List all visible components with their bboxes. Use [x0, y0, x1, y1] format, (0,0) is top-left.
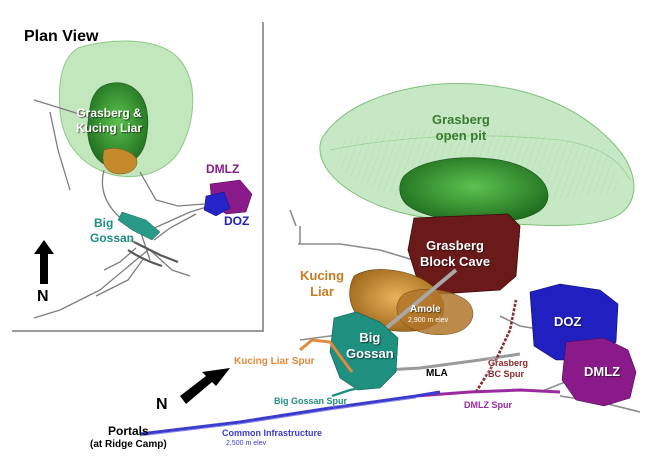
main-3d-view	[139, 83, 641, 437]
label-open-pit-line2: open pit	[435, 128, 487, 143]
label-grasberg-block-cave: Grasberg Block Cave	[420, 238, 490, 270]
inset-kucing-liar-ore	[102, 148, 138, 175]
dmlz-ore-body	[561, 337, 637, 407]
main-north-label: N	[156, 396, 168, 413]
label-grasberg-bc-spur: Grasberg BC Spur	[488, 358, 528, 380]
label-kucing-liar: Kucing Liar	[300, 268, 344, 300]
label-gossan-line2: Gossan	[346, 346, 394, 361]
label-big-gossan-spur: Big Gossan Spur	[274, 396, 348, 406]
inset-label-big-gossan: Big Gossan	[90, 216, 134, 246]
label-big-gossan: Big Gossan	[346, 330, 394, 362]
grasberg-block-cave	[407, 213, 521, 295]
label-portals-line1: Portals	[107, 424, 149, 438]
inset-plan-view	[33, 40, 253, 319]
inset-label-kucing-line2: Kucing Liar	[76, 121, 143, 135]
label-big-line1: Big	[359, 330, 381, 345]
inset-label-grasberg-kucing: Grasberg & Kucing Liar	[76, 106, 142, 136]
label-common-elev: 2,500 m elev	[226, 440, 267, 447]
label-bc-spur-line2: BC Spur	[488, 369, 524, 379]
label-block-cave-line2: Block Cave	[420, 254, 491, 269]
label-doz: DOZ	[554, 314, 582, 329]
inset-label-doz: DOZ	[224, 214, 250, 228]
inset-title: Plan View	[24, 28, 99, 45]
inset-label-big-line1: Big	[94, 216, 114, 230]
inset-doz-ore	[203, 191, 231, 217]
ramp-drift	[382, 268, 458, 332]
amole-ore-body	[396, 289, 474, 335]
big-gossan-ore-body	[329, 311, 399, 391]
big-gossan-spur	[331, 382, 381, 398]
label-dmlz-spur: DMLZ Spur	[464, 400, 512, 410]
inset-label-gossan-line2: Gossan	[90, 231, 135, 245]
main-north-arrow-icon	[180, 368, 230, 404]
dmlz-spur	[415, 388, 561, 398]
label-common-infrastructure: Common Infrastructure	[222, 428, 323, 438]
common-infrastructure-drift	[139, 390, 441, 436]
label-kucing-line1: Kucing	[300, 268, 345, 283]
inset-label-dmlz: DMLZ	[206, 162, 240, 176]
kucing-liar-spur	[299, 338, 354, 373]
common-infrastructure-edge	[139, 397, 417, 437]
label-grasberg-open-pit: Grasberg open pit	[432, 112, 490, 144]
label-block-cave-line1: Grasberg	[426, 238, 484, 253]
grasberg-ore-body	[399, 157, 549, 223]
label-open-pit-line1: Grasberg	[432, 112, 490, 127]
inset-north-arrow-icon	[34, 240, 54, 284]
label-liar-line2: Liar	[310, 284, 334, 299]
inset-tunnels	[33, 99, 211, 319]
label-amole-elev: 2,900 m elev	[408, 317, 449, 324]
label-amole: Amole	[410, 304, 441, 315]
label-mla: MLA	[426, 368, 448, 379]
grasberg-bc-spur	[474, 299, 518, 393]
label-dmlz: DMLZ	[584, 364, 621, 379]
label-portals: Portals (at Ridge Camp)	[90, 424, 167, 452]
label-kucing-liar-spur: Kucing Liar Spur	[234, 356, 315, 367]
inset-main-drift	[127, 239, 179, 268]
inset-label-grasberg-line1: Grasberg &	[76, 106, 142, 120]
inset-north-label: N	[37, 288, 49, 305]
inset-big-gossan-ore	[117, 211, 161, 241]
label-bc-spur-line1: Grasberg	[488, 358, 529, 368]
inset-frame	[12, 22, 264, 332]
label-portals-line2: (at Ridge Camp)	[90, 439, 167, 450]
